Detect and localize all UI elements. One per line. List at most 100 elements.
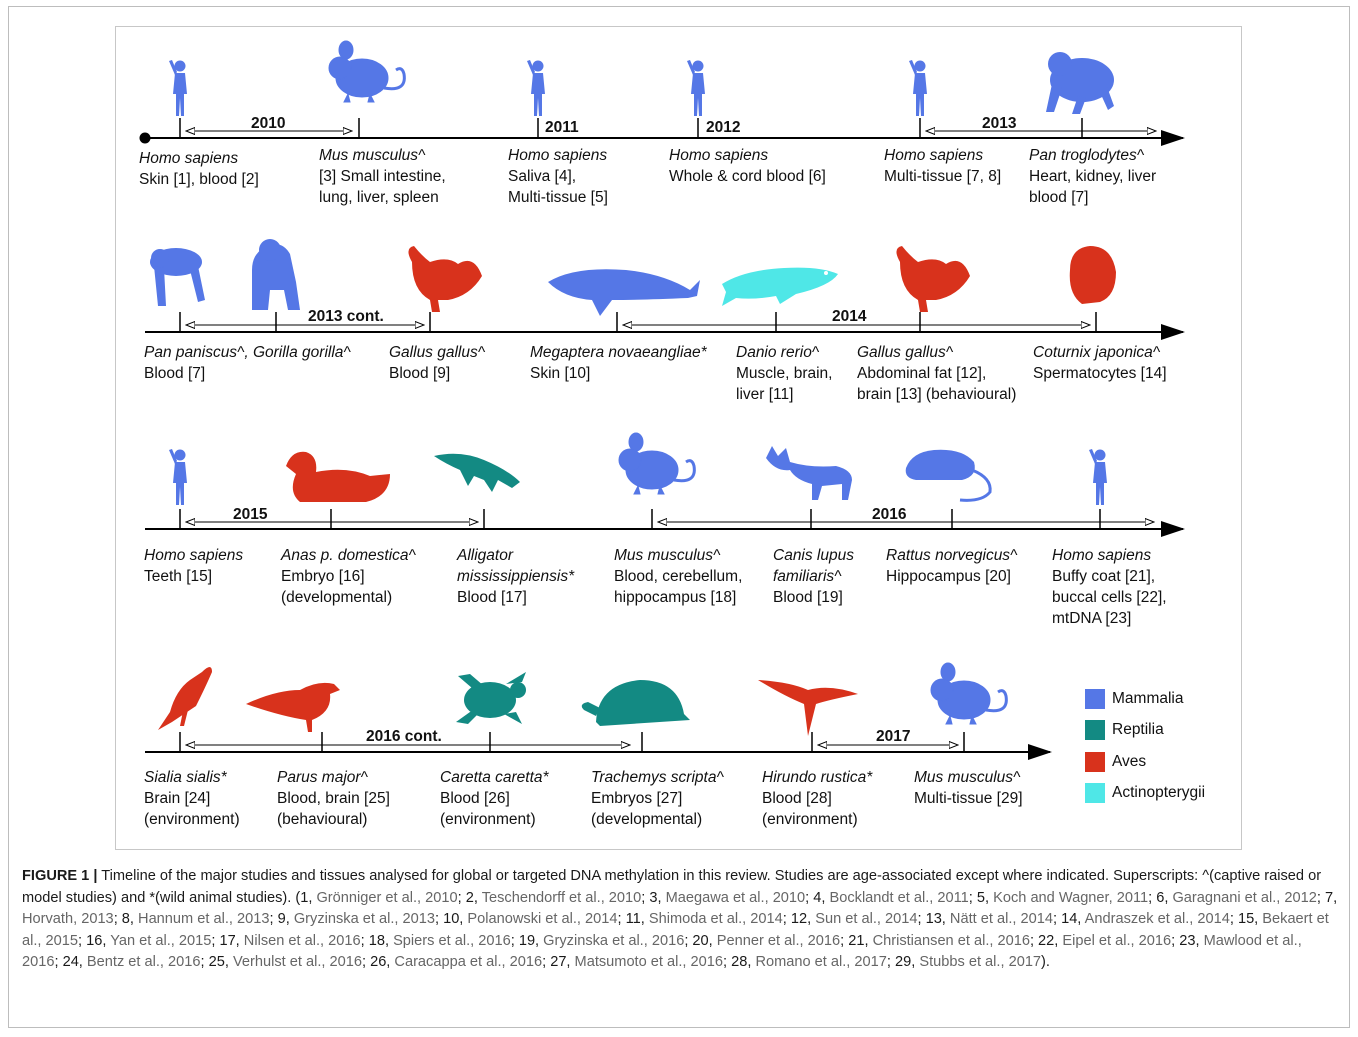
tissue-text: Blood [28]: [762, 788, 872, 809]
timeline-entry: Parus major^ Blood, brain [25] (behaviou…: [277, 767, 390, 830]
reference-link[interactable]: Teschendorff et al., 2010: [482, 890, 642, 906]
reference-link[interactable]: Garagnani et al., 2012: [1172, 890, 1316, 906]
tissue-text: (environment): [440, 809, 549, 830]
timeline-entry: Canis lupus familiaris^ Blood [19]: [773, 545, 854, 608]
mouse-silhouette-icon: [931, 663, 1006, 724]
reference-number: ; 15,: [1230, 911, 1262, 927]
reference-link[interactable]: Bocklandt et al., 2011: [830, 890, 969, 906]
species-name: Canis lupus: [773, 545, 854, 566]
species-name: Mus musculus^: [914, 767, 1023, 788]
species-name: Trachemys scripta^: [591, 767, 724, 788]
rat-silhouette-icon: [906, 450, 990, 501]
great-tit-silhouette-icon: [246, 683, 340, 732]
reference-number: ; 25,: [201, 954, 233, 970]
reference-link[interactable]: Andraszek et al., 2014: [1085, 911, 1230, 927]
species-name: Parus major^: [277, 767, 390, 788]
caption-end: ).: [1041, 954, 1050, 970]
species-name: mississippiensis*: [457, 566, 574, 587]
timeline-start-dot: [140, 133, 151, 144]
mouse-silhouette-icon: [329, 41, 404, 102]
reference-link[interactable]: Horvath, 2013: [22, 911, 114, 927]
slider-turtle-silhouette-icon: [582, 680, 690, 726]
legend-swatch: [1085, 783, 1105, 803]
reference-link[interactable]: Koch and Wagner, 2011: [993, 890, 1148, 906]
human-silhouette-icon: [527, 60, 545, 116]
reference-link[interactable]: Stubbs et al., 2017: [919, 954, 1041, 970]
reference-link[interactable]: Nätt et al., 2014: [950, 911, 1053, 927]
reference-link[interactable]: Polanowski et al., 2014: [467, 911, 617, 927]
reference-link[interactable]: Caracappa et al., 2016: [394, 954, 542, 970]
reference-link[interactable]: Grönniger et al., 2010: [316, 890, 457, 906]
reference-number: ; 8,: [114, 911, 138, 927]
alligator-silhouette-icon: [434, 454, 520, 492]
reference-link[interactable]: Spiers et al., 2016: [393, 933, 511, 949]
timeline-entry: Homo sapiens Skin [1], blood [2]: [139, 148, 259, 190]
reference-link[interactable]: Bentz et al., 2016: [87, 954, 201, 970]
timeline-entry: Homo sapiens Multi-tissue [7, 8]: [884, 145, 1001, 187]
tissue-text: Teeth [15]: [144, 566, 243, 587]
reference-link[interactable]: Sun et al., 2014: [815, 911, 917, 927]
year-label: 2015: [233, 506, 267, 524]
reference-link[interactable]: Eipel et al., 2016: [1062, 933, 1171, 949]
reference-link[interactable]: Gryzinska et al., 2016: [543, 933, 684, 949]
tissue-text: liver [11]: [736, 384, 832, 405]
species-name: Sialia sialis*: [144, 767, 240, 788]
legend-swatch: [1085, 689, 1105, 709]
timeline-entry: Gallus gallus^ Abdominal fat [12], brain…: [857, 342, 1016, 405]
rooster-silhouette-icon: [896, 246, 970, 312]
mouse-silhouette-icon: [619, 433, 694, 494]
tissue-text: Blood [17]: [457, 587, 574, 608]
reference-number: ; 3,: [641, 890, 665, 906]
reference-number: ; 9,: [269, 911, 293, 927]
timeline-entry: Gallus gallus^ Blood [9]: [389, 342, 485, 384]
timeline-entry: Alligator mississippiensis* Blood [17]: [457, 545, 574, 608]
tissue-text: Spermatocytes [14]: [1033, 363, 1167, 384]
tissue-text: Skin [10]: [530, 363, 707, 384]
figure-caption: FIGURE 1 | Timeline of the major studies…: [22, 866, 1340, 974]
timeline-entry: Caretta caretta* Blood [26] (environment…: [440, 767, 549, 830]
timeline-entry: Danio rerio^ Muscle, brain, liver [11]: [736, 342, 832, 405]
year-label: 2016: [872, 506, 906, 524]
reference-link[interactable]: Shimoda et al., 2014: [649, 911, 783, 927]
reference-link[interactable]: Nilsen et al., 2016: [244, 933, 361, 949]
reference-link[interactable]: Verhulst et al., 2016: [233, 954, 362, 970]
timeline-row-3: [145, 433, 1183, 529]
timeline-entry: Homo sapiens Buffy coat [21], buccal cel…: [1052, 545, 1167, 629]
year-label: 2016 cont.: [366, 728, 442, 746]
timeline-entry: Pan paniscus^, Gorilla gorilla^ Blood [7…: [144, 342, 351, 384]
reference-link[interactable]: Maegawa et al., 2010: [666, 890, 806, 906]
reference-link[interactable]: Christiansen et al., 2016: [873, 933, 1030, 949]
tissue-text: Blood [7]: [144, 363, 351, 384]
tissue-text: hippocampus [18]: [614, 587, 742, 608]
tissue-text: brain [13] (behavioural): [857, 384, 1016, 405]
species-name: Gallus gallus^: [389, 342, 485, 363]
species-name: Rattus norvegicus^: [886, 545, 1017, 566]
reference-link[interactable]: Romano et al., 2017: [755, 954, 886, 970]
species-name: Hirundo rustica*: [762, 767, 872, 788]
timeline-entry: Mus musculus^ Multi-tissue [29]: [914, 767, 1023, 809]
tissue-text: Blood [9]: [389, 363, 485, 384]
bluebird-silhouette-icon: [158, 667, 212, 730]
reference-link[interactable]: Matsumoto et al., 2016: [575, 954, 723, 970]
reference-link[interactable]: Penner et al., 2016: [717, 933, 840, 949]
tissue-text: Embryos [27]: [591, 788, 724, 809]
legend-label: Reptilia: [1112, 721, 1164, 739]
reference-link[interactable]: Gryzinska et al., 2013: [294, 911, 435, 927]
tissue-text: Brain [24]: [144, 788, 240, 809]
reference-number: ; 12,: [783, 911, 815, 927]
year-label: 2014: [832, 308, 866, 326]
reference-link[interactable]: Yan et al., 2015: [110, 933, 211, 949]
species-name: Alligator: [457, 545, 574, 566]
species-name: familiaris^: [773, 566, 854, 587]
timeline-entry: Anas p. domestica^ Embryo [16] (developm…: [281, 545, 416, 608]
reference-link[interactable]: Hannum et al., 2013: [138, 911, 269, 927]
tissue-text: (behavioural): [277, 809, 390, 830]
tissue-text: blood [7]: [1029, 187, 1156, 208]
reference-number: ; 17,: [211, 933, 243, 949]
timeline-entry: Rattus norvegicus^ Hippocampus [20]: [886, 545, 1017, 587]
tissue-text: lung, liver, spleen: [319, 187, 446, 208]
timeline-row-4: [145, 663, 1050, 752]
reference-number: ; 5,: [969, 890, 993, 906]
reference-number: ; 23,: [1171, 933, 1203, 949]
tissue-text: Blood, cerebellum,: [614, 566, 742, 587]
